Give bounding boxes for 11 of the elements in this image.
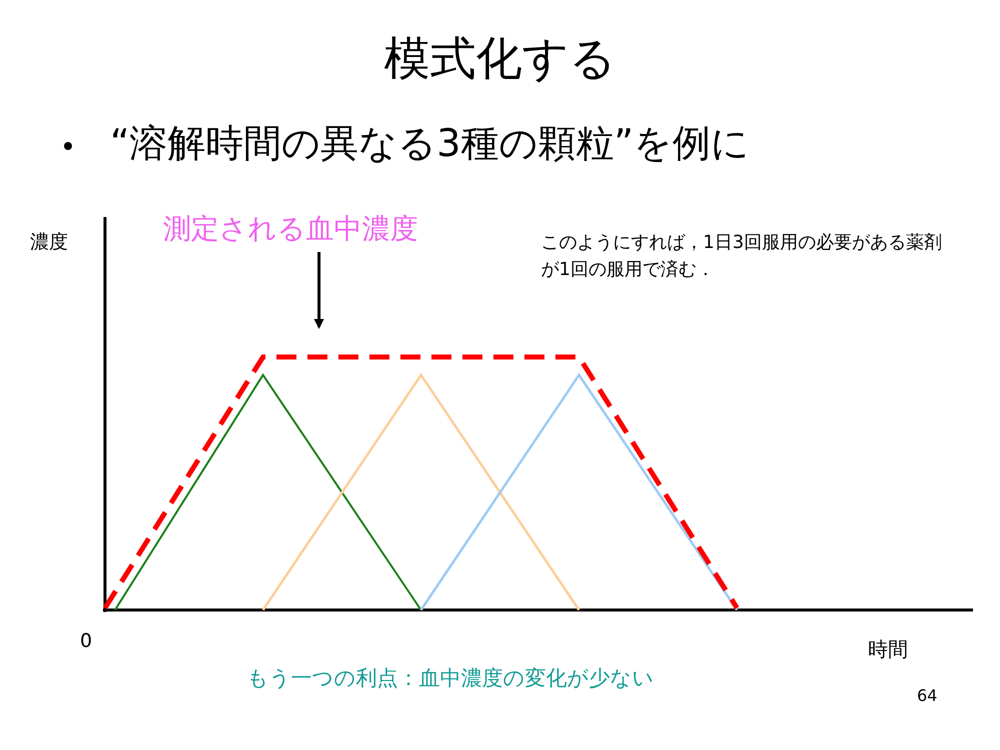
arrow — [314, 252, 324, 329]
note-text: このようにすれば，1日3回服用の必要がある薬剤が1回の服用で済む． — [541, 231, 943, 282]
bullet-text: “溶解時間の異なる3種の顆粒”を例に — [110, 120, 750, 167]
page-number: 64 — [917, 686, 938, 705]
callout-label: 測定される血中濃度 — [163, 210, 418, 248]
dashed-line — [102, 354, 740, 610]
axis-label: 濃度 — [30, 230, 68, 255]
note-text: もう一つの利点：血中濃度の変化が少ない — [247, 665, 654, 692]
slide-title: 模式化する — [383, 30, 617, 87]
axis-label: 時間 — [868, 636, 908, 663]
axis-label: 0 — [80, 630, 92, 652]
